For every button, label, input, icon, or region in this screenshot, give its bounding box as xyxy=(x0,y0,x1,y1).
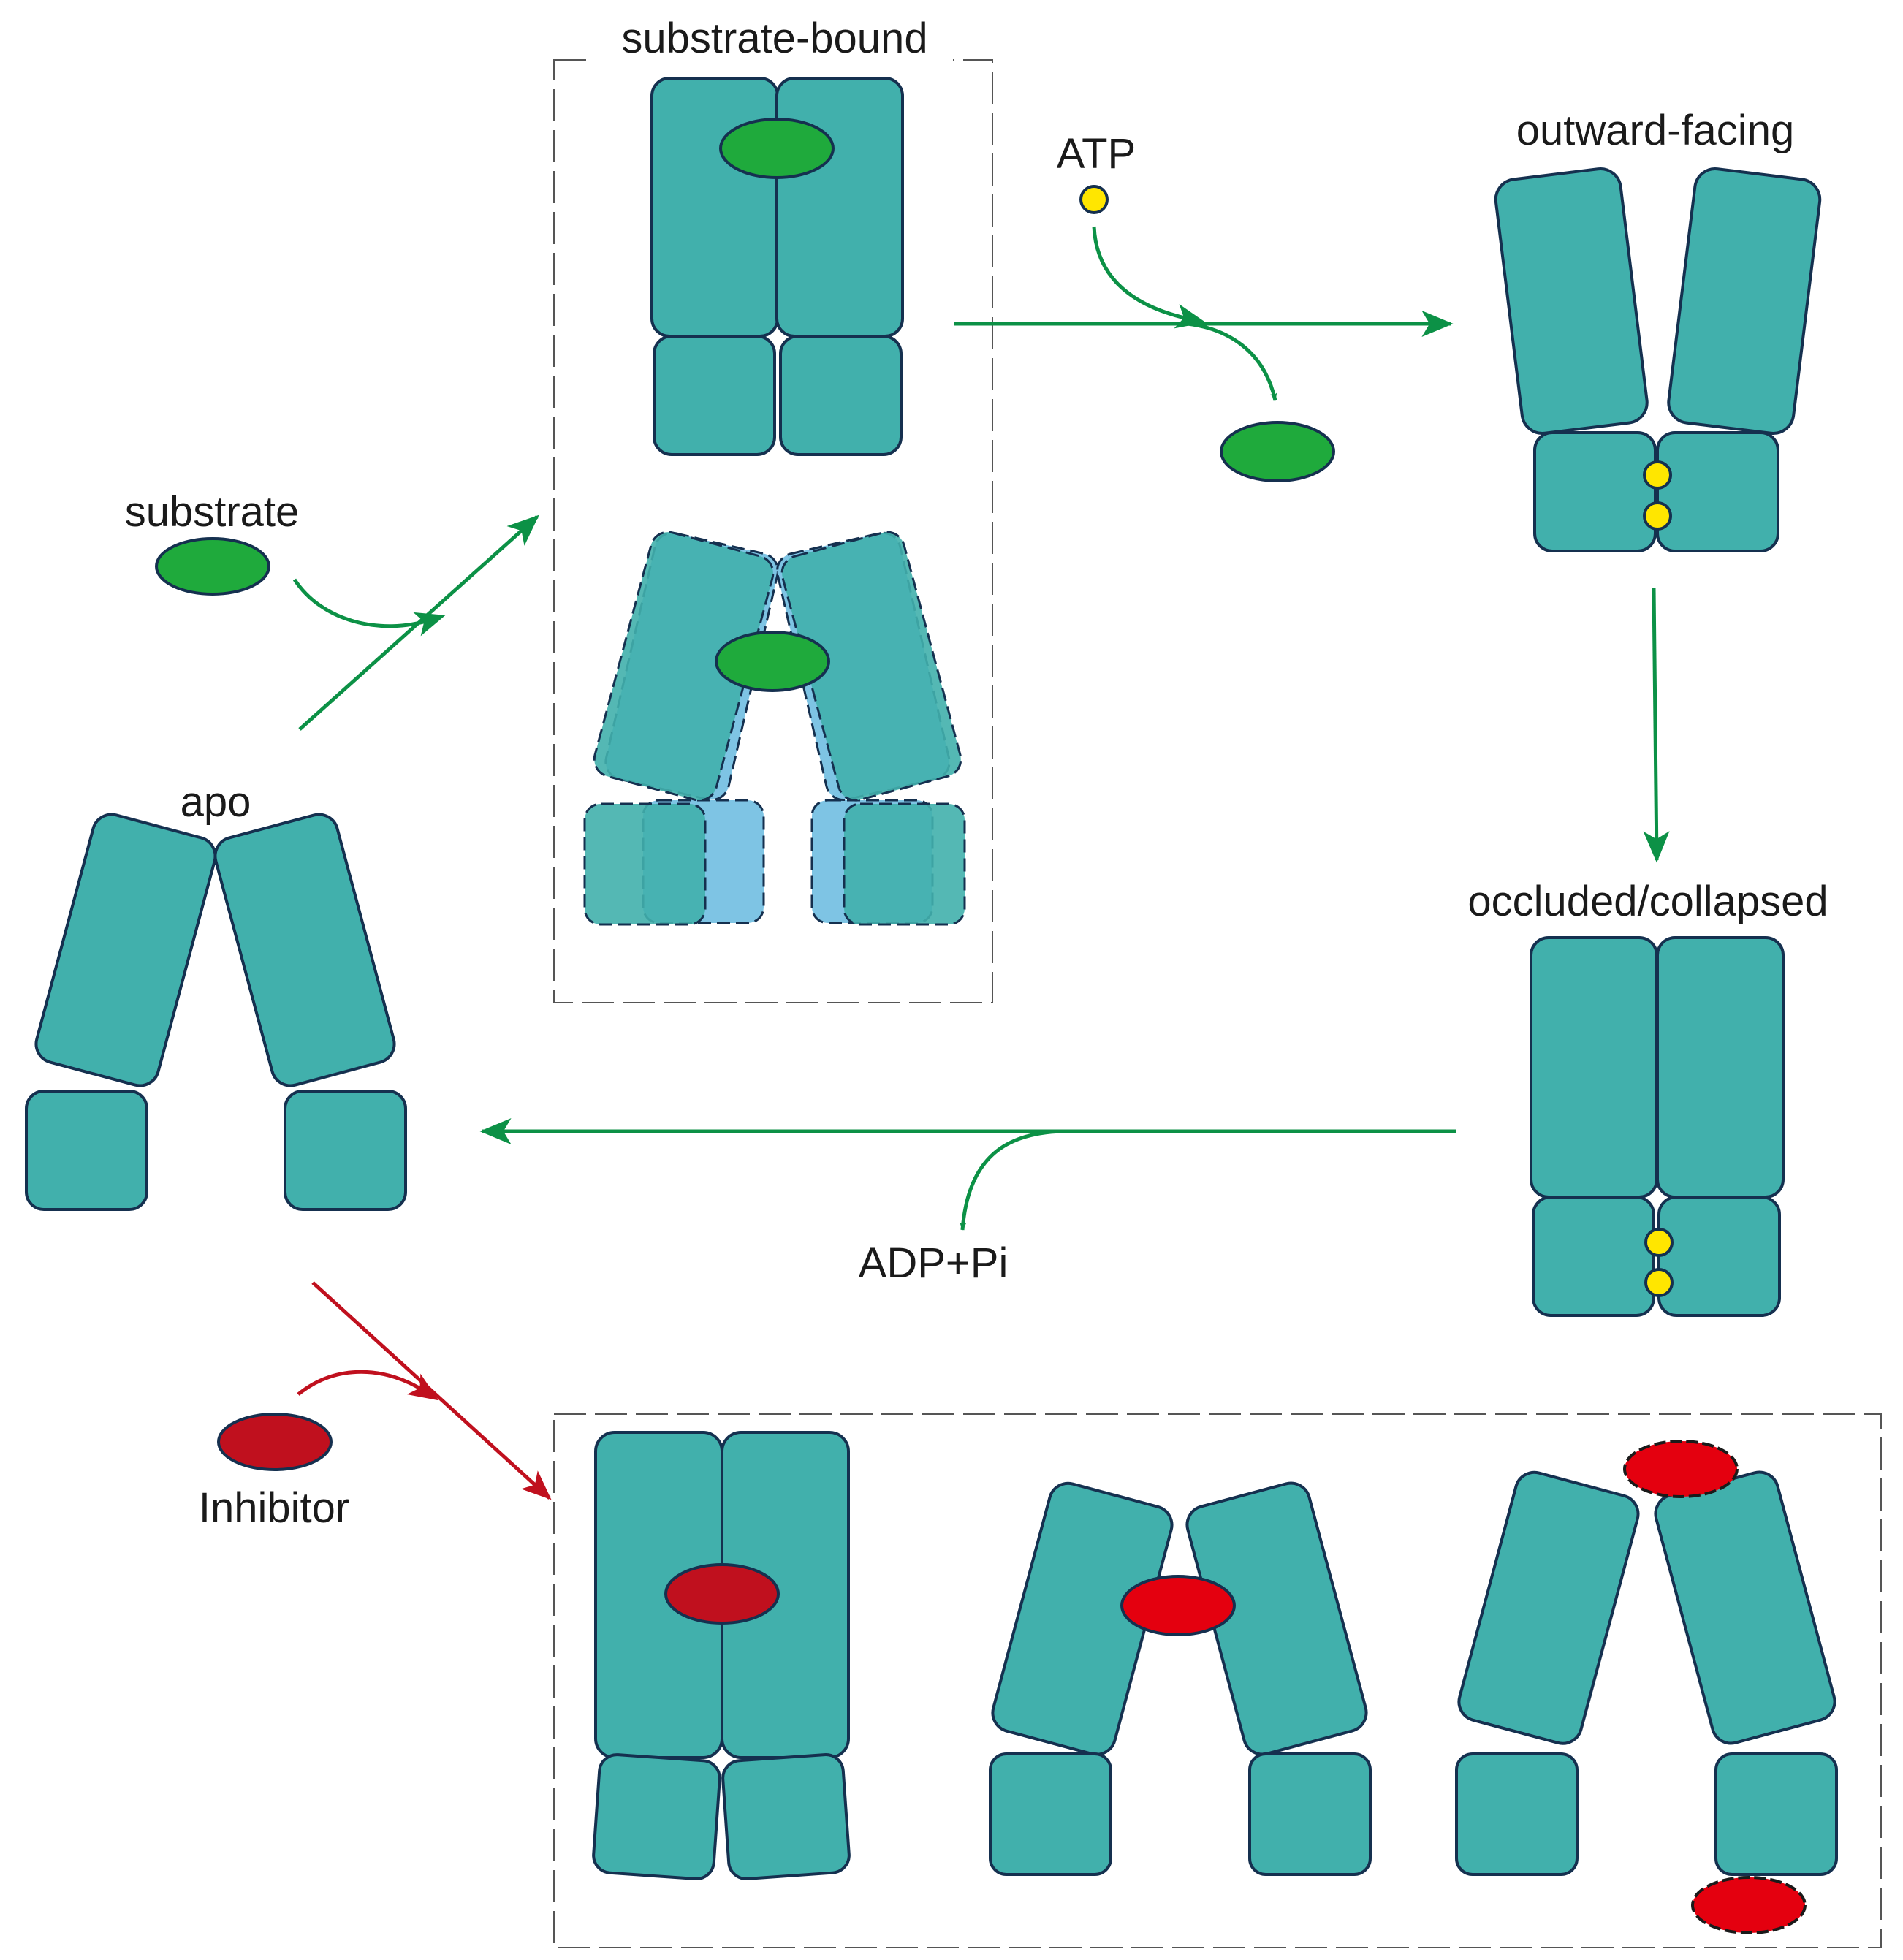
label-adp-pi: ADP+Pi xyxy=(859,1239,1009,1287)
inhibitor-molecule xyxy=(1623,1440,1739,1498)
arrow-adp-pi-release xyxy=(960,1129,1064,1231)
arrow-inhibitor-binding xyxy=(297,1370,439,1401)
arrow-apo-to-inhibited xyxy=(311,1281,552,1500)
transporter-inhibited-closed xyxy=(592,1431,851,1880)
label-substrate: substrate xyxy=(125,488,300,536)
transporter-occluded-collapsed xyxy=(1530,936,1785,1317)
inhibitor-molecule xyxy=(1691,1876,1807,1934)
atp-molecule xyxy=(1644,1228,1674,1257)
transporter-substrate-bound-closed xyxy=(650,77,904,456)
substrate-molecule xyxy=(719,118,835,179)
atp-molecule xyxy=(1644,1268,1674,1297)
label-outward-facing: outward-facing xyxy=(1516,107,1794,154)
label-substrate-bound: substrate-bound xyxy=(621,15,927,62)
transporter-substrate-bound-open xyxy=(583,531,966,926)
transporter-apo xyxy=(25,813,407,1211)
inhibitor-molecule xyxy=(1120,1575,1236,1636)
label-apo: apo xyxy=(181,778,251,826)
label-inhibitor: Inhibitor xyxy=(199,1484,349,1532)
atp-molecule xyxy=(1643,460,1672,490)
atp-molecule-free xyxy=(1079,185,1109,214)
inhibitor-bound-group-box xyxy=(553,1413,1882,1948)
substrate-molecule-free xyxy=(155,537,270,596)
arrow-substrate-binding xyxy=(292,578,446,637)
label-atp: ATP xyxy=(1057,130,1136,178)
substrate-molecule xyxy=(715,631,830,692)
substrate-molecule-released xyxy=(1220,421,1335,482)
arrow-outward-to-occluded xyxy=(1643,588,1670,863)
inhibitor-molecule-free xyxy=(217,1413,333,1471)
arrow-atp-binding xyxy=(1092,226,1206,329)
transporter-outward-facing xyxy=(1494,167,1822,552)
inhibitor-molecule xyxy=(664,1563,780,1625)
label-occluded-collapsed: occluded/collapsed xyxy=(1467,878,1828,925)
transporter-inhibited-open xyxy=(989,1481,1372,1876)
arrow-substrate-release xyxy=(1187,322,1277,401)
atp-molecule xyxy=(1643,501,1672,531)
transporter-inhibited-peripheral xyxy=(1455,1440,1838,1934)
